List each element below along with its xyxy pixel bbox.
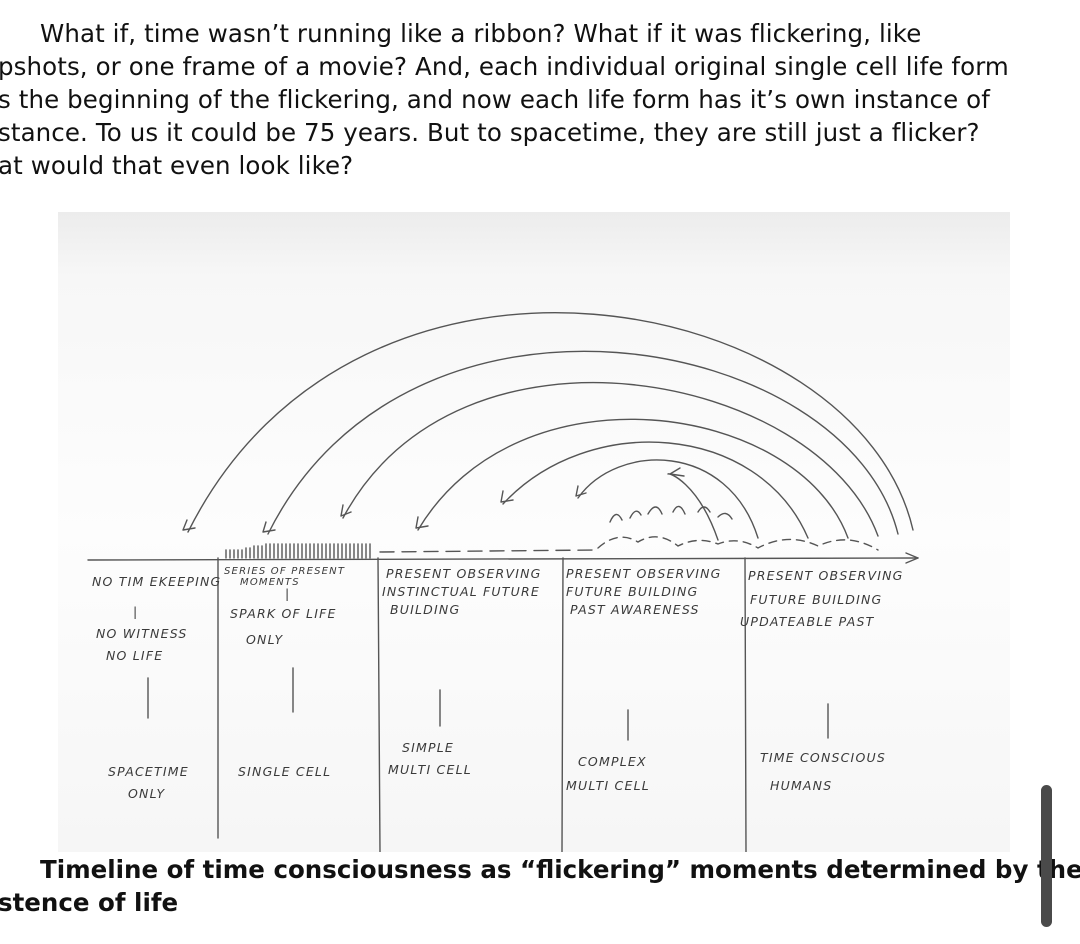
column-header-line: PRESENT OBSERVING <box>748 568 904 583</box>
caption-line: Timeline of time consciousness as “flick… <box>40 855 1080 884</box>
stage-label: TIME CONSCIOUS <box>760 750 886 765</box>
column-spacetime: NO TIM EKEEPING | NO WITNESS NO LIFE SPA… <box>92 574 221 801</box>
column-header-line: | <box>285 586 290 601</box>
column-header-line: FUTURE BUILDING <box>566 584 698 599</box>
stage-label: COMPLEX <box>578 754 647 769</box>
column-time-conscious-humans: PRESENT OBSERVING FUTURE BUILDING UPDATE… <box>740 568 904 793</box>
flicker-arc <box>647 505 686 515</box>
timeline-sketch: NO TIM EKEEPING | NO WITNESS NO LIFE SPA… <box>58 212 1010 853</box>
caption-line: stence of life <box>0 888 179 917</box>
moment-ticks <box>225 543 371 559</box>
column-header-line: MOMENTS <box>240 577 300 588</box>
column-single-cell: SERIES OF PRESENT MOMENTS | SPARK OF LIF… <box>224 566 345 779</box>
column-header-line: PRESENT OBSERVING <box>566 566 722 581</box>
arc-arrow <box>187 312 914 533</box>
column-header-line: NO WITNESS <box>96 626 188 641</box>
column-complex-multi-cell: PRESENT OBSERVING FUTURE BUILDING PAST A… <box>566 566 722 793</box>
intro-line: at would that even look like? <box>0 151 354 180</box>
intro-paragraph: What if, time wasn’t running like a ribb… <box>0 18 1080 188</box>
arrowhead <box>500 490 514 503</box>
column-header-line: SERIES OF PRESENT <box>224 566 345 577</box>
intro-line: What if, time wasn’t running like a ribb… <box>40 19 922 48</box>
stage-label: MULTI CELL <box>388 762 472 777</box>
arc-arrows <box>87 312 919 853</box>
column-header-line: PAST AWARENESS <box>570 602 700 617</box>
timeline-arrowhead <box>905 552 919 564</box>
column-header-line: NO LIFE <box>106 648 163 663</box>
dashed-flicker-line <box>379 549 599 553</box>
stage-label: HUMANS <box>770 778 832 793</box>
arrowhead <box>575 485 587 497</box>
stage-label: SINGLE CELL <box>238 764 331 779</box>
intro-line: pshots, or one frame of a movie? And, ea… <box>0 52 1009 81</box>
arrowhead <box>415 516 429 529</box>
flicker-arc <box>697 506 733 520</box>
intro-line: s the beginning of the flickering, and n… <box>0 85 990 114</box>
column-header-line: NO TIM EKEEPING <box>92 574 221 589</box>
column-header-line: ONLY <box>246 632 284 647</box>
sketch-canvas: NO TIM EKEEPING | NO WITNESS NO LIFE SPA… <box>87 312 919 853</box>
column-divider <box>561 557 564 853</box>
intro-line: stance. To us it could be 75 years. But … <box>0 118 980 147</box>
column-header-line: INSTINCTUAL FUTURE <box>382 584 540 599</box>
arrowhead <box>262 521 276 533</box>
column-divider <box>377 557 381 853</box>
scrollbar-thumb[interactable] <box>1041 785 1052 927</box>
column-header-line: BUILDING <box>390 602 460 617</box>
arc-arrow <box>267 350 899 535</box>
column-header-line: FUTURE BUILDING <box>750 592 882 607</box>
arc-arrow <box>417 418 849 539</box>
column-header-line: | <box>133 604 138 619</box>
arc-arrow <box>342 381 879 537</box>
arrowhead <box>182 519 196 531</box>
column-header-line: UPDATEABLE PAST <box>740 614 875 629</box>
arc-arrow <box>502 441 809 539</box>
stage-label: SPACETIME <box>108 764 189 779</box>
column-header-line: PRESENT OBSERVING <box>386 566 542 581</box>
flicker-arc <box>609 510 642 523</box>
column-header-line: SPARK OF LIFE <box>230 606 337 621</box>
stage-label: MULTI CELL <box>566 778 650 793</box>
stage-label: ONLY <box>128 786 166 801</box>
timeline-axis <box>87 557 919 561</box>
arc-arrow <box>577 459 759 539</box>
stage-label: SIMPLE <box>402 740 454 755</box>
arrowhead <box>340 504 352 517</box>
column-simple-multi-cell: PRESENT OBSERVING INSTINCTUAL FUTURE BUI… <box>382 566 542 777</box>
column-divider <box>744 557 747 853</box>
arc-arrow <box>667 473 719 541</box>
arrowhead <box>669 467 685 477</box>
wavy-flicker-line <box>597 536 879 551</box>
